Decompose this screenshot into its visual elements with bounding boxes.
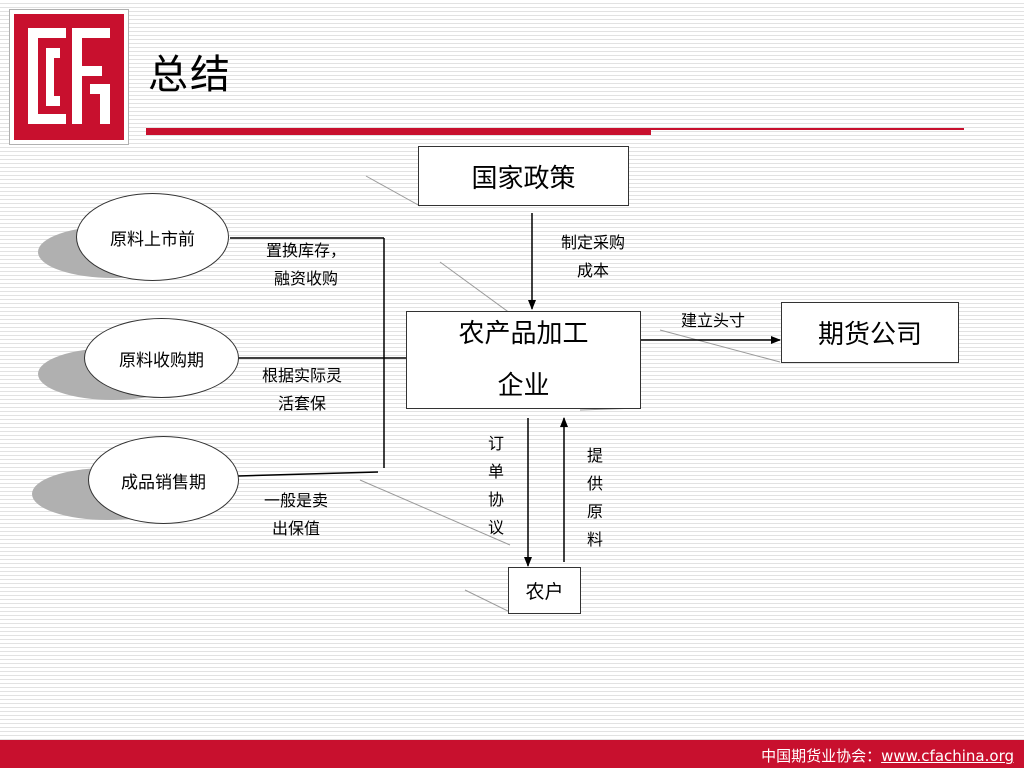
- label-swap-line1: 置换库存，: [265, 241, 346, 260]
- label-build-position: 建立头寸: [680, 311, 745, 330]
- node-national-policy-label: 国家政策: [471, 163, 576, 194]
- title-underline: [146, 128, 651, 135]
- node-phase3-label: 成品销售期: [121, 472, 206, 493]
- cfa-logo: [9, 9, 129, 145]
- label-purchase-cost-line1: 制定采购: [560, 233, 625, 252]
- label-sell-line2: 出保值: [271, 519, 320, 538]
- footer-link[interactable]: www.cfachina.org: [881, 747, 1014, 765]
- node-processing-enterprise: 农产品加工 企业: [406, 311, 641, 409]
- footer-org: 中国期货业协会：: [761, 747, 882, 765]
- footer-bar: [0, 740, 1024, 768]
- label-hedge-line1: 根据实际灵: [261, 366, 342, 385]
- line-phase3: [237, 471, 379, 477]
- label-sell-line1: 一般是卖: [263, 491, 328, 510]
- footer-text: 中国期货业协会：www.cfachina.org: [761, 745, 1014, 766]
- node-phase1-label: 原料上市前: [110, 229, 195, 250]
- node-futures-company-label: 期货公司: [817, 320, 922, 350]
- label-order-agreement: 订单协议: [487, 434, 504, 537]
- node-farmer: 农户: [508, 567, 581, 614]
- label-supply-material: 提供原料: [586, 446, 603, 549]
- label-swap-inventory: 置换库存， 融资收购: [250, 237, 362, 293]
- node-national-policy: 国家政策: [418, 146, 629, 206]
- label-sell-hedge: 一般是卖 出保值: [246, 487, 346, 543]
- node-enterprise-label-line2: 企业: [497, 371, 550, 401]
- node-phase2-label: 原料收购期: [119, 350, 204, 371]
- label-purchase-cost: 制定采购 成本: [548, 229, 638, 285]
- node-phase-before-listing: 原料上市前: [76, 193, 229, 281]
- label-flexible-hedge: 根据实际灵 活套保: [246, 362, 358, 418]
- label-purchase-cost-line2: 成本: [576, 261, 609, 280]
- node-futures-company: 期货公司: [781, 302, 959, 363]
- node-farmer-label: 农户: [525, 581, 564, 603]
- title-underline-thin: [651, 128, 964, 130]
- node-phase-sales: 成品销售期: [88, 436, 239, 524]
- cfa-logo-mark: [28, 28, 110, 124]
- node-enterprise-label-line1: 农产品加工: [458, 319, 589, 349]
- label-swap-line2: 融资收购: [273, 269, 338, 288]
- page-title: 总结: [148, 52, 232, 98]
- node-phase-purchase: 原料收购期: [84, 318, 239, 398]
- label-hedge-line2: 活套保: [277, 394, 326, 413]
